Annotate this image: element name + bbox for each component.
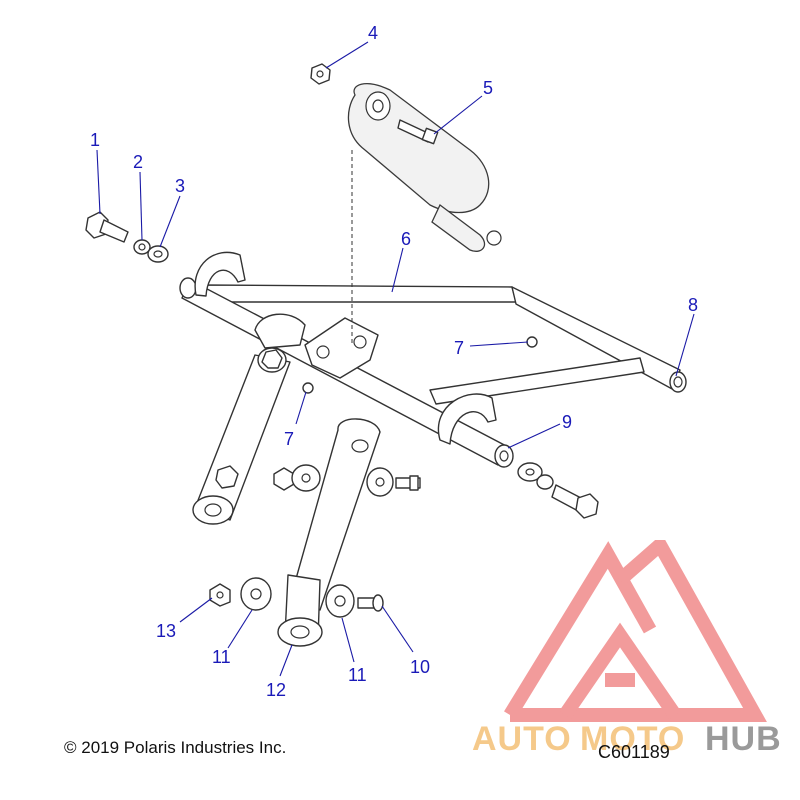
- callout-5: 5: [483, 78, 493, 98]
- washer-3: [147, 245, 169, 263]
- callout-7-lower: 7: [284, 429, 294, 449]
- callout-13: 13: [156, 621, 176, 641]
- watermark-text-moto: MOTO: [580, 720, 685, 755]
- callout-9: 9: [562, 412, 572, 432]
- watermark-text-auto: AUTO: [472, 720, 572, 755]
- link-arm-12: [277, 418, 381, 647]
- callout-12: 12: [266, 680, 286, 700]
- callout-labels: 1 2 3 4 5 6 7 7 8 9 10 11 11 12 13: [90, 23, 698, 700]
- washer-11-right: [325, 584, 355, 618]
- callout-2: 2: [133, 152, 143, 172]
- callout-11-left: 11: [212, 647, 231, 667]
- callout-11-right: 11: [348, 665, 367, 685]
- hardware-right: [517, 462, 599, 519]
- hardware-upper: [273, 464, 421, 497]
- washer-11-left: [240, 577, 272, 611]
- nut-13: [209, 583, 231, 607]
- callout-3: 3: [175, 176, 185, 196]
- bolt-1: [85, 211, 129, 243]
- bolt-10: [357, 594, 384, 612]
- callout-10: 10: [410, 657, 430, 677]
- a-frame-assembly: [179, 251, 687, 468]
- callout-4: 4: [368, 23, 378, 43]
- callout-1: 1: [90, 130, 100, 150]
- nut-4: [310, 63, 331, 85]
- link-arm-left: [192, 347, 291, 525]
- callout-7-upper: 7: [454, 338, 464, 358]
- washer-2: [133, 239, 151, 255]
- callout-8: 8: [688, 295, 698, 315]
- shock-absorber: [347, 83, 502, 252]
- callout-6: 6: [401, 229, 411, 249]
- diagram-code: C601189: [598, 742, 670, 762]
- automotohub-watermark-logo: AUTO MOTO HUB: [472, 540, 782, 755]
- leader-lines: [96, 41, 695, 677]
- copyright-text: © 2019 Polaris Industries Inc.: [64, 738, 287, 757]
- watermark-text-hub: HUB: [705, 720, 782, 755]
- triangle-logo-icon: [504, 540, 767, 722]
